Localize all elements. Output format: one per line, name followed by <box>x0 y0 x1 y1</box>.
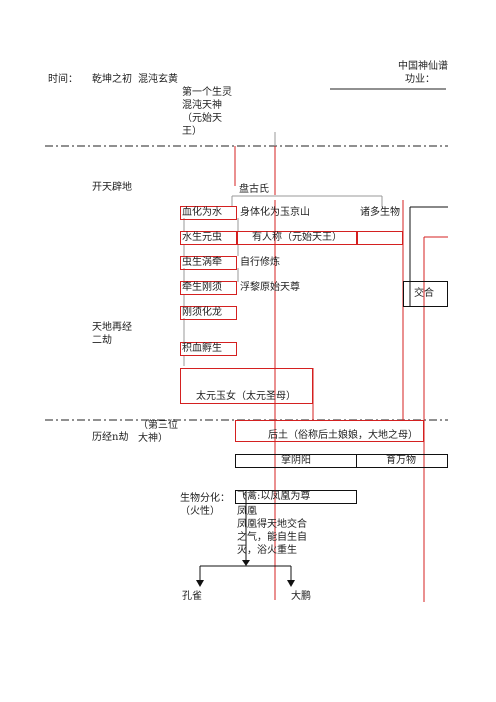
phoenix-line-4: 灭，浴火重生 <box>237 545 297 556</box>
diff-label: 生物分化： （火性） <box>180 492 230 518</box>
blood-node: 血化为水 <box>182 207 222 218</box>
human-name-box <box>237 231 357 245</box>
dapeng-node: 大鹏 <box>291 591 311 602</box>
taiyuan-node: 太元玉女（太元圣母） <box>196 391 296 402</box>
fuli-node: 浮黎原始天尊 <box>240 282 300 293</box>
jiaohe-box <box>403 281 448 307</box>
third-god-line-2: 大神） <box>138 433 168 444</box>
second-kalpa-line-2: 二劫 <box>92 335 112 346</box>
insect-lead-node: 虫生涡牵 <box>182 257 222 268</box>
era3-time: 历经n劫 <box>92 432 129 443</box>
self-cultivate-node: 自行修炼 <box>240 257 280 268</box>
time-label: 时间： <box>48 74 78 85</box>
lead-steel-node: 牵生刚须 <box>182 282 222 293</box>
water-insect-box <box>180 231 237 245</box>
water-insect-node: 水生元虫 <box>182 232 222 243</box>
houtu-node: 后土（俗称后土娘娘，大地之母） <box>268 430 418 441</box>
pangu-node: 盘古氏 <box>239 184 269 195</box>
insect-lead-box <box>180 256 237 270</box>
human-name-node: 有人称（元始天王） <box>252 232 342 243</box>
second-kalpa-line-1: 天地再经 <box>92 322 132 333</box>
phoenix-line-3: 之气，能自生自 <box>237 532 307 543</box>
peacock-node: 孔雀 <box>182 591 202 602</box>
human-name-tail-box <box>357 231 403 245</box>
first-spirit-line-2: 混沌天神 <box>182 100 222 111</box>
steel-dragon-box <box>180 306 237 320</box>
phoenix-line-2: 凤凰得天地交合 <box>237 519 307 530</box>
houtu-box <box>235 420 424 442</box>
blood-hatch-node: 积血孵生 <box>182 343 222 354</box>
body-node: 身体化为玉京山 <box>240 207 310 218</box>
blood-box <box>180 206 237 220</box>
era2-time: 开天辟地 <box>92 182 132 193</box>
third-god-line-1: （第三位 <box>138 420 178 431</box>
lead-steel-box <box>180 281 237 295</box>
first-spirit-line-3: （元始天 <box>182 113 222 124</box>
first-spirit-line-1: 第一个生灵 <box>182 87 232 98</box>
chart-title: 中国神仙谱 <box>398 61 448 72</box>
diff-label-line-2: （火性） <box>180 506 220 517</box>
merit-label: 功业： <box>405 74 435 85</box>
second-kalpa: 天地再经 二劫 <box>92 321 132 347</box>
first-spirit-node: 第一个生灵 混沌天神 （元始天 王） <box>182 86 232 138</box>
diff-label-line-1: 生物分化： <box>180 493 230 504</box>
blood-hatch-box <box>180 342 237 356</box>
feiqin-box <box>235 490 357 504</box>
nurture-node: 育万物 <box>386 455 416 466</box>
phoenix-node: 凤凰 凤凰得天地交合 之气，能自生自 灭，浴火重生 <box>237 505 307 557</box>
third-god-label: （第三位 大神） <box>138 419 178 445</box>
steel-dragon-node: 刚须化龙 <box>182 307 222 318</box>
nurture-box <box>356 454 448 468</box>
taiyuan-box <box>180 368 313 404</box>
phoenix-line-1: 凤凰 <box>237 506 257 517</box>
yinyang-node: 掌阴阳 <box>281 455 311 466</box>
first-spirit-line-4: 王） <box>182 126 202 137</box>
feiqin-node: 飞禽:以凤凰为尊 <box>237 491 311 502</box>
gods-node: 诸多生物 <box>360 207 400 218</box>
era1-time: 乾坤之初 <box>92 74 132 85</box>
jiaohe-node: 交合 <box>414 288 434 299</box>
chaos-label: 混沌玄黄 <box>138 74 178 85</box>
